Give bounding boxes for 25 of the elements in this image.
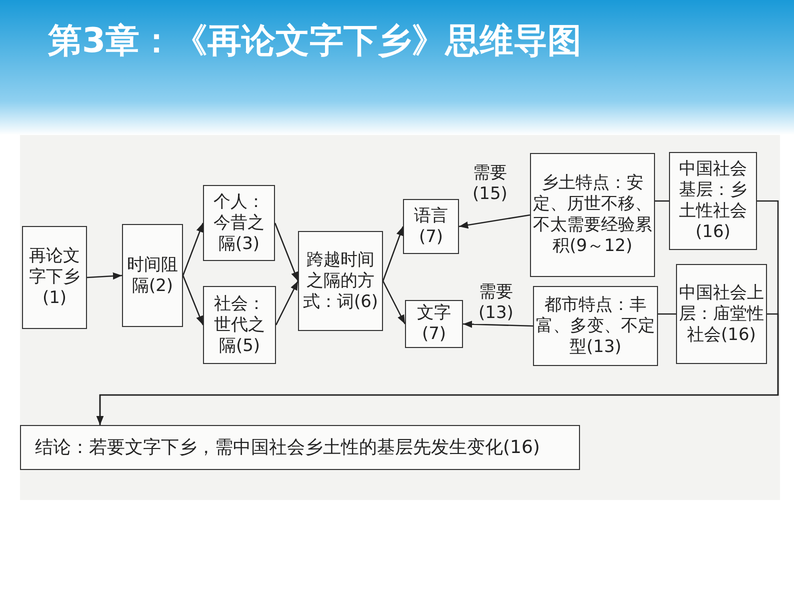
arrow [86,272,122,280]
title: 第3章：《再论文字下乡》思维导图 [48,20,582,63]
concept-box: 社会：世代之隔(5) [203,286,276,364]
concept-box: 个人：今昔之隔(3) [203,185,275,261]
arrow [458,214,530,229]
conclusion-box: 结论：若要文字下乡，需中国社会乡土性的基层先发生变化(16) [20,425,580,470]
arrow [182,275,204,326]
society-box: 中国社会基层：乡土性社会(16) [669,152,757,250]
topic-box: 再论文字下乡(1) [22,226,87,329]
concept-box: 文字(7) [405,300,463,348]
feature-box: 都市特点：丰富、多变、不定型(13) [533,286,658,366]
arrow [182,222,204,276]
arrow [274,222,299,282]
arrow [462,320,534,328]
society-box: 中国社会上层：庙堂性社会(16) [676,264,767,364]
arrow [96,313,779,425]
concept-box: 时间阻隔(2) [122,224,183,327]
arrow [382,226,404,282]
arrow [382,280,406,324]
concept-box: 跨越时间之隔的方式：词(6) [298,231,383,331]
connector-line [658,313,676,315]
arrow [275,280,299,326]
concept-box: 语言(7) [403,199,459,254]
connector-line [655,200,669,202]
feature-box: 乡土特点：安定、历世不移、不太需要经验累积(9～12) [530,153,655,277]
